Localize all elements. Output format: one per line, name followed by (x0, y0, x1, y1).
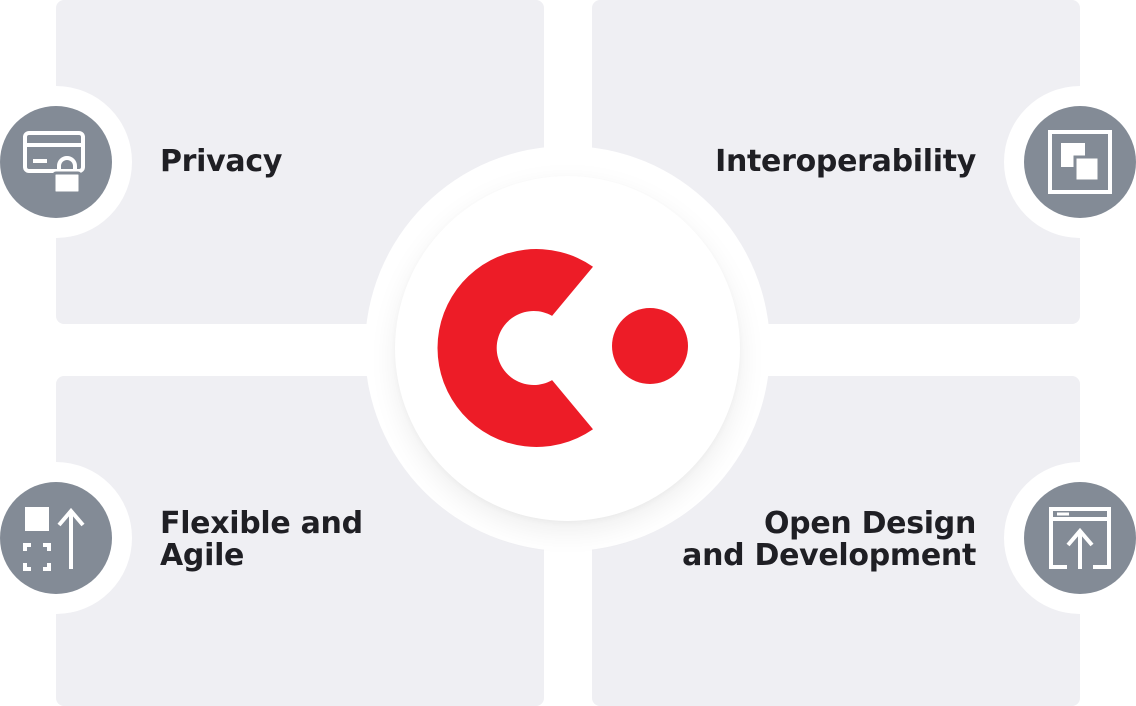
privacy-label: Privacy (160, 144, 283, 179)
flexible-agile-label: Flexible and Agile (160, 508, 363, 572)
open-design-label: Open Design and Development (682, 508, 976, 572)
scale-up-icon (0, 482, 112, 594)
open-label-line1: Open Design (763, 506, 976, 541)
layered-squares-icon (1024, 106, 1136, 218)
open-design-icon-ring (1004, 462, 1136, 614)
open-label-line2: and Development (682, 538, 976, 573)
red-c-dot-logo (437, 249, 688, 447)
privacy-icon-ring (0, 86, 132, 238)
flexible-label-line2: Agile (160, 538, 245, 573)
card-lock-icon (0, 106, 112, 218)
window-upload-icon (1024, 482, 1136, 594)
flexible-agile-icon-ring (0, 462, 132, 614)
interoperability-label: Interoperability (715, 144, 976, 179)
interoperability-icon-ring (1004, 86, 1136, 238)
flexible-label-line1: Flexible and (160, 506, 363, 541)
